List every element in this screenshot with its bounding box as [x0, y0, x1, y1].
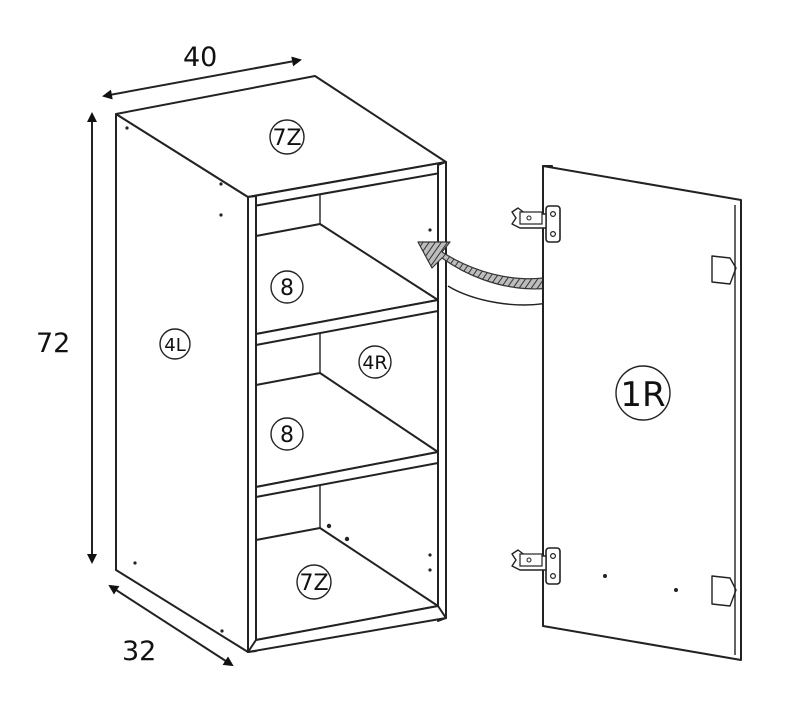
- assembly-holes: [125, 126, 432, 633]
- cabinet-body: [115, 75, 447, 653]
- door-tag: 1R: [615, 365, 671, 421]
- door-label: 1R: [620, 375, 665, 415]
- door-face: [542, 165, 742, 661]
- lower-shelf-front-edge: [255, 451, 439, 498]
- depth-label: 32: [122, 636, 156, 667]
- door-catch-upper: [711, 255, 737, 285]
- height-label: 72: [36, 328, 70, 359]
- upper-hinge: [511, 205, 561, 243]
- part-labels: 7Z 4L 8 4R 8 7Z: [159, 119, 392, 600]
- left-side-panel: [115, 113, 249, 653]
- left-side-front-edge: [247, 195, 257, 653]
- height-dimension: 72: [36, 112, 97, 564]
- top-panel-label: 7Z: [272, 126, 301, 151]
- bottom-panel-front-edge: [247, 605, 447, 653]
- bottom-panel-label: 7Z: [299, 571, 328, 596]
- right-side-front-edge: [437, 161, 447, 622]
- upper-shelf-front-edge: [255, 299, 439, 346]
- left-side-tag: 4L: [159, 328, 191, 360]
- depth-dimension: 32: [108, 584, 234, 667]
- upper-shelf-label: 8: [280, 276, 294, 301]
- right-side-tag: 4R: [358, 345, 392, 379]
- width-dimension: 40: [102, 42, 302, 100]
- bottom-panel-tag: 7Z: [296, 564, 332, 600]
- lower-shelf-label: 8: [280, 423, 294, 448]
- right-side-label: 4R: [362, 352, 387, 374]
- lower-shelf-tag: 8: [270, 417, 304, 451]
- width-label: 40: [183, 42, 217, 73]
- left-side-label: 4L: [164, 335, 185, 356]
- lower-hinge: [511, 547, 561, 585]
- top-panel-tag: 7Z: [269, 119, 305, 155]
- upper-shelf-tag: 8: [270, 270, 304, 304]
- door-panel: 1R: [542, 165, 742, 661]
- door-catch-lower: [711, 575, 737, 607]
